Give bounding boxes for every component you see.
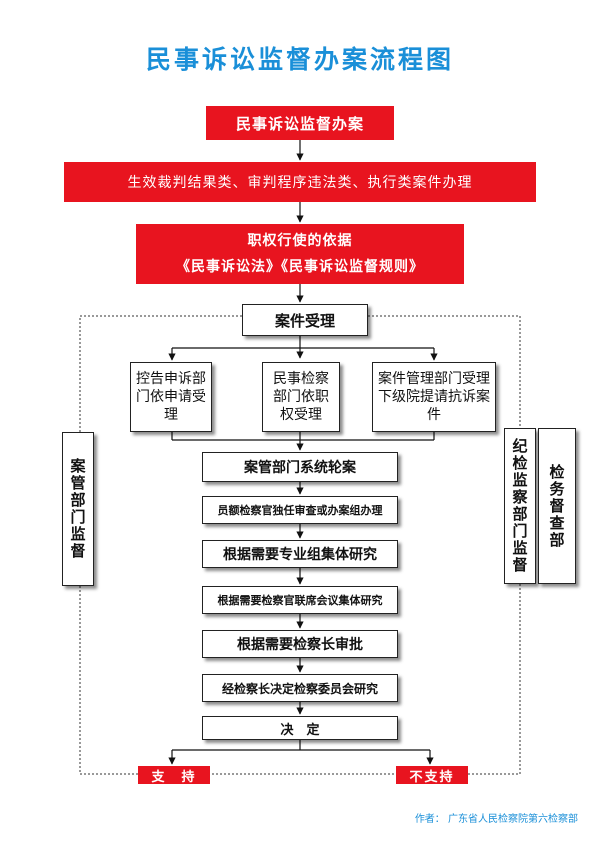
step-joint-meeting: 根据需要检察官联席会议集体研究 [202,586,398,614]
basis-line-2: 《民事诉讼法》《民事诉讼监督规则》 [176,259,424,275]
left-supervision-box: 案管部门监督 [62,432,94,586]
source-box-case-mgmt: 案件管理部门受理下级院提请抗诉案件 [372,362,496,432]
right-supervision-box-inspection: 检务督查部 [538,428,576,584]
step-decision: 决 定 [202,716,398,740]
step-prosecutor-review: 员额检察官独任审查或办案组办理 [202,496,398,524]
page-title: 民事诉讼监督办案流程图 [145,45,454,74]
step-rotation: 案管部门系统轮案 [202,452,398,482]
right-supervision-box-discipline: 纪检监察部门监督 [504,428,536,584]
outcome-not-support: 不支持 [396,766,468,785]
step-chief-approval: 根据需要检察长审批 [202,630,398,658]
accept-box: 案件受理 [242,304,368,336]
scope-box: 生效裁判结果类、审判程序违法类、执行类案件办理 [64,162,536,202]
top-box: 民事诉讼监督办案 [206,106,394,140]
step-group-study: 根据需要专业组集体研究 [202,540,398,568]
basis-line-1: 职权行使的依据 [247,233,353,249]
author-credit: 作者： 广东省人民检察院第六检察部 [414,814,578,825]
outcome-support: 支 持 [138,766,210,785]
source-box-civil: 民事检察部门依职权受理 [262,362,340,432]
source-box-complaint: 控告申诉部门依申请受理 [130,362,212,432]
basis-box: 职权行使的依据 《民事诉讼法》《民事诉讼监督规则》 [136,224,464,284]
step-committee-study: 经检察长决定检察委员会研究 [202,674,398,702]
